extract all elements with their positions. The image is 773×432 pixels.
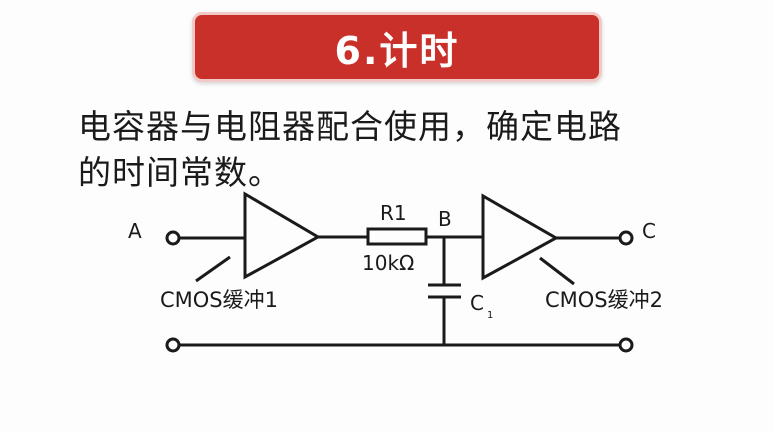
body-text: 电容器与电阻器配合使用，确定电路 的时间常数。 <box>78 104 738 196</box>
capacitor-subscript: 1 <box>487 310 493 321</box>
terminal-c <box>618 230 634 246</box>
buffer2-label: CMOS缓冲2 <box>545 288 663 312</box>
resistor-r1 <box>366 227 428 246</box>
buffer1-label: CMOS缓冲1 <box>160 288 278 312</box>
capacitor-name: C <box>470 291 484 315</box>
body-line-2: 的时间常数。 <box>78 153 282 192</box>
terminal-ground-right <box>618 337 634 353</box>
terminal-a <box>165 230 181 246</box>
resistor-value: 10kΩ <box>362 251 414 275</box>
resistor-name: R1 <box>380 201 407 225</box>
node-a-label: A <box>128 219 142 243</box>
buffer2-pointer <box>539 256 575 286</box>
node-b-label: B <box>438 207 452 231</box>
buffer1-symbol <box>243 191 322 280</box>
buffer2-symbol <box>481 193 560 281</box>
body-line-1: 电容器与电阻器配合使用，确定电路 <box>78 107 622 146</box>
terminal-ground-left <box>165 337 181 353</box>
slide-title: 6.计时 <box>334 28 460 73</box>
title-banner: 6.计时 <box>192 12 602 82</box>
buffer1-pointer <box>195 255 231 283</box>
node-c-label: C <box>642 219 656 243</box>
